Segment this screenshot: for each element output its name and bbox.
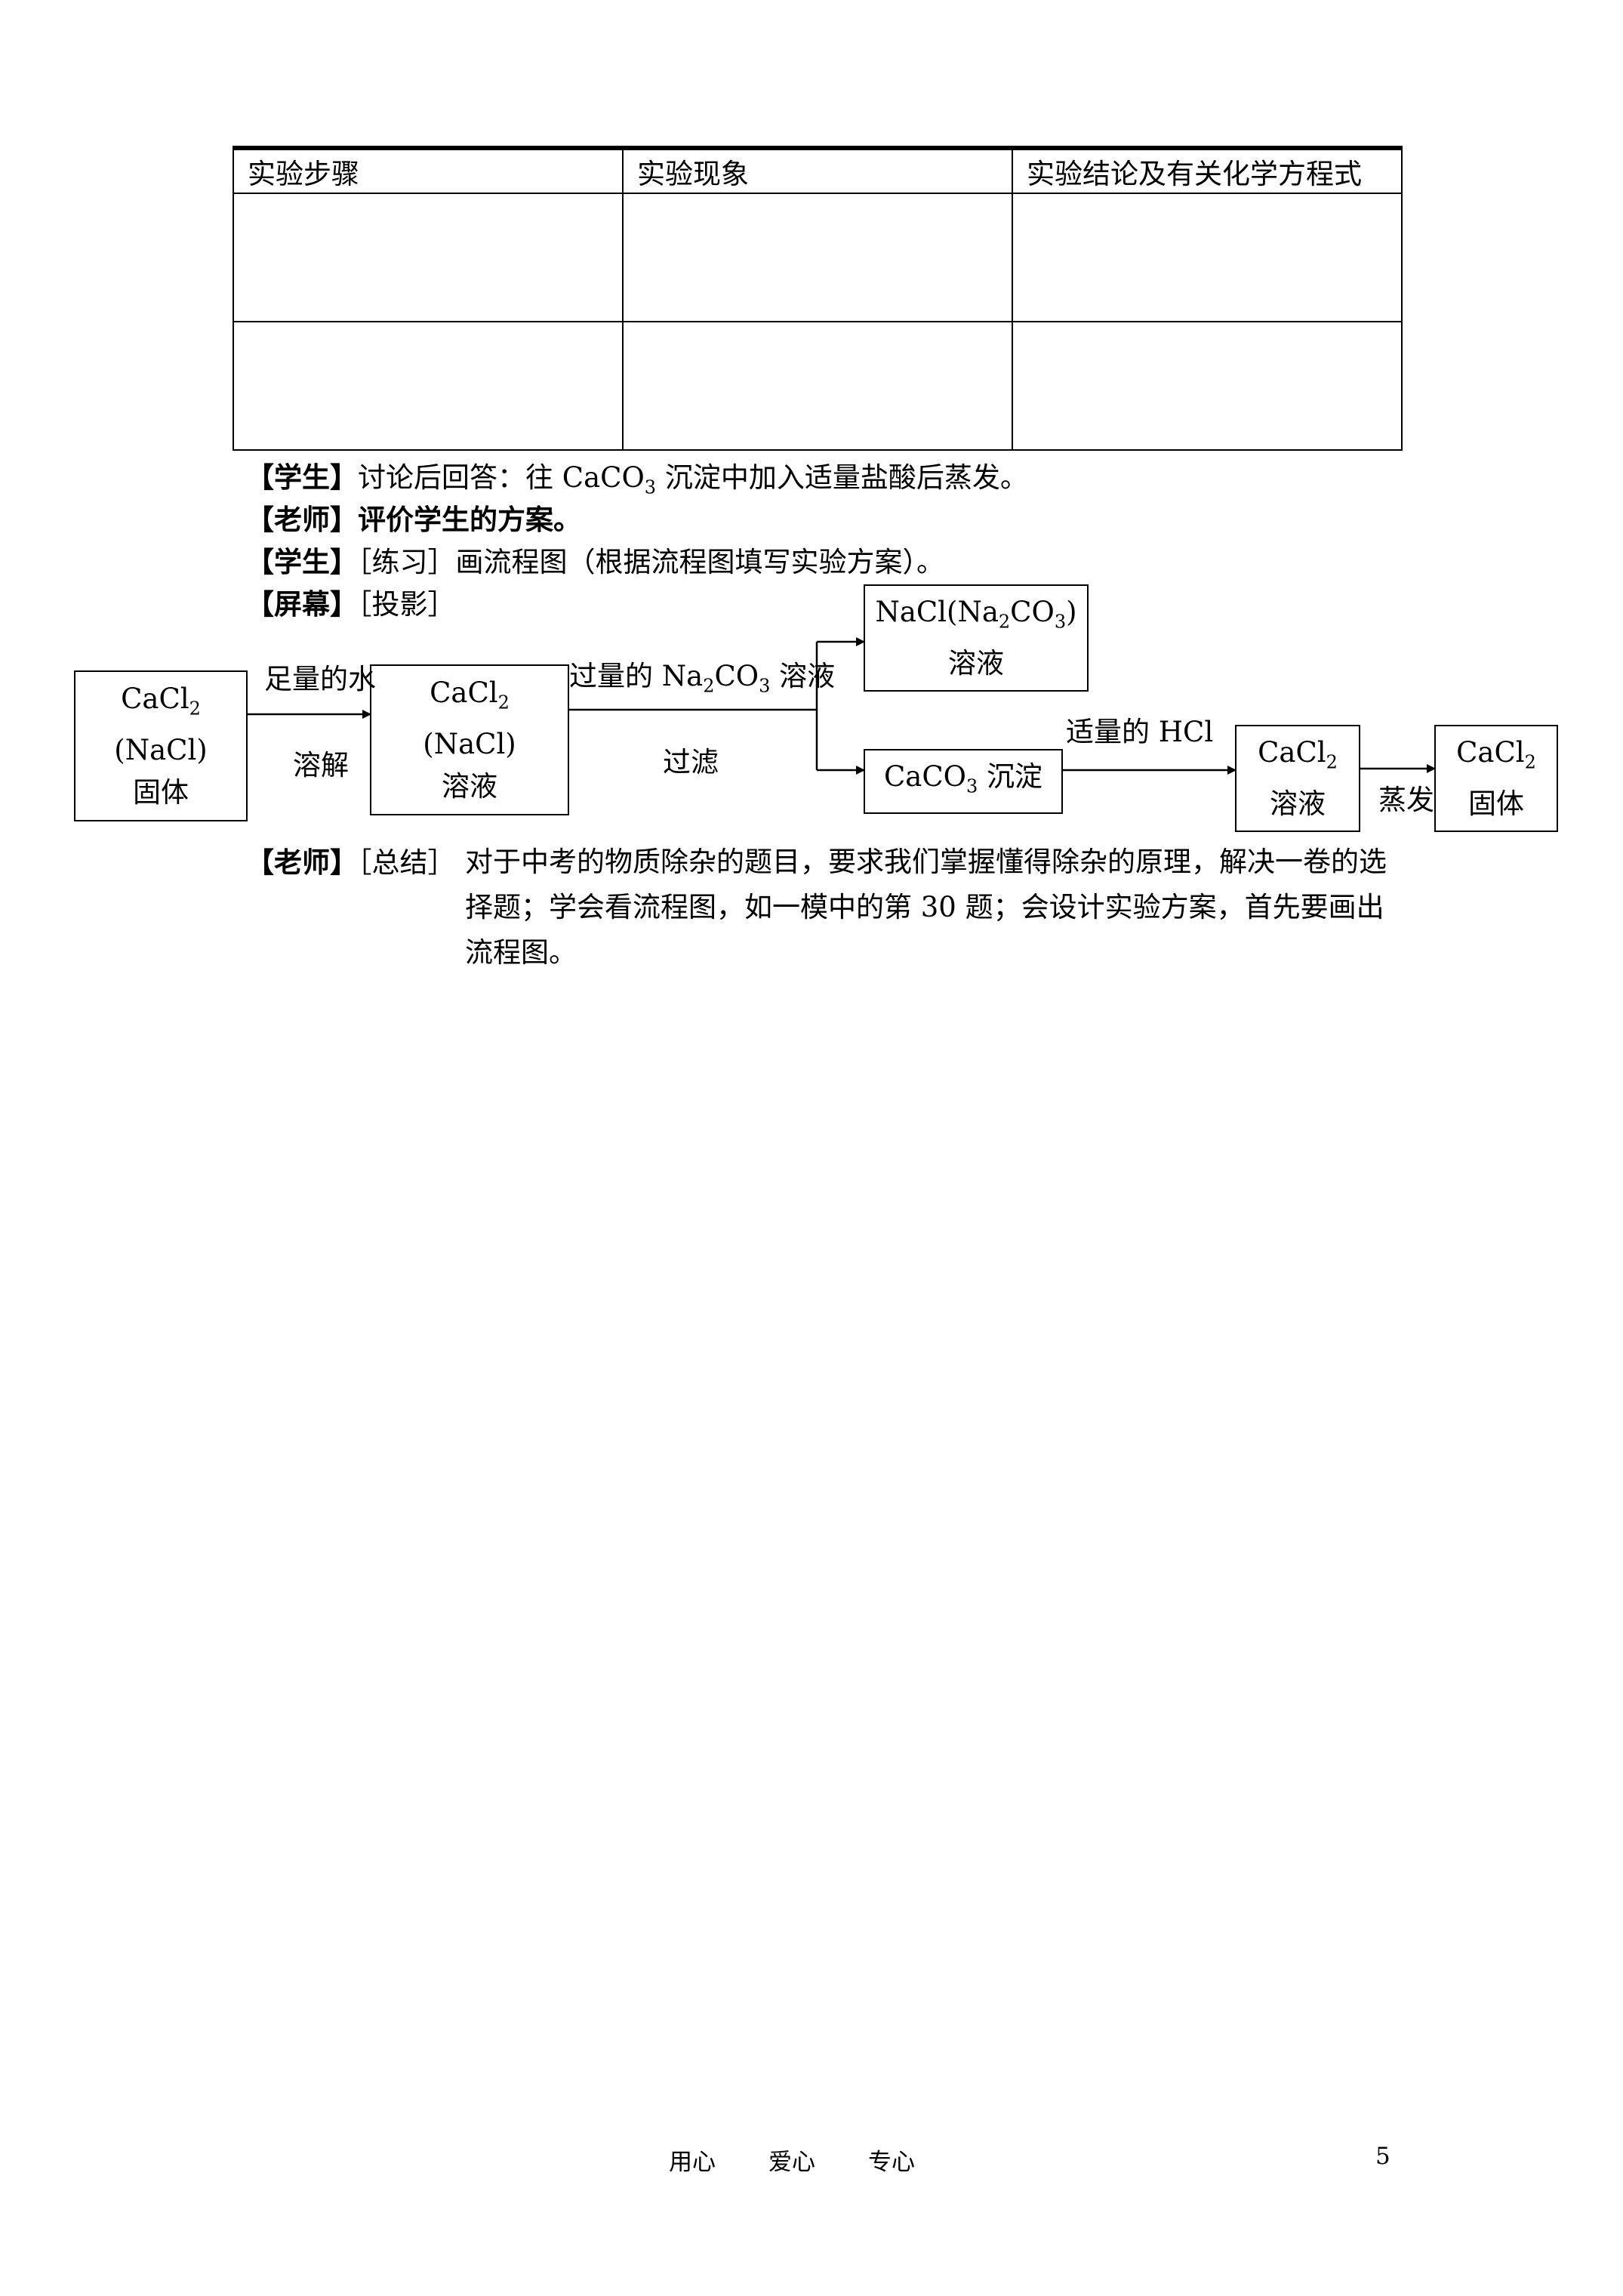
box-cacl2-solution: CaCl2 溶液 bbox=[1235, 725, 1360, 832]
box-filtrate: NaCl(Na2CO3) 溶液 bbox=[864, 584, 1089, 692]
label-hcl: 适量的 HCl bbox=[1066, 716, 1214, 748]
teacher-evaluate: 【老师】评价学生的方案。 bbox=[246, 503, 581, 536]
table-cell bbox=[622, 321, 1013, 451]
table-cell bbox=[622, 193, 1013, 322]
student-answer: 【学生】讨论后回答：往 CaCO3 沉淀中加入适量盐酸后蒸发。 bbox=[246, 461, 1028, 498]
footer-slogan-1: 用心 bbox=[669, 2149, 716, 2176]
label-dissolve: 溶解 bbox=[293, 749, 349, 781]
box-solid-mixture: CaCl2 (NaCl) 固体 bbox=[74, 670, 248, 821]
role-tag: 【老师】 bbox=[246, 503, 358, 536]
header-phenomena: 实验现象 bbox=[622, 149, 1013, 194]
table-row bbox=[233, 321, 1403, 451]
header-steps: 实验步骤 bbox=[233, 149, 624, 194]
table-cell bbox=[233, 193, 624, 322]
footer-slogan-2: 爱心 bbox=[768, 2149, 815, 2176]
role-tag: 【学生】 bbox=[246, 545, 358, 578]
label-water: 足量的水 bbox=[264, 663, 376, 695]
role-tag: 【屏幕】 bbox=[246, 587, 358, 621]
box-mixture-solution: CaCl2 (NaCl) 溶液 bbox=[370, 664, 569, 815]
header-conclusion: 实验结论及有关化学方程式 bbox=[1012, 149, 1403, 194]
box-cacl2-solid: CaCl2 固体 bbox=[1434, 725, 1558, 832]
student-practice: 【学生】［练习］画流程图（根据流程图填写实验方案）。 bbox=[246, 545, 944, 578]
experiment-table: 实验步骤 实验现象 实验结论及有关化学方程式 bbox=[233, 149, 1403, 451]
role-tag: 【老师】 bbox=[246, 846, 358, 879]
table-top-rule bbox=[233, 146, 1403, 150]
screen-projection: 【屏幕】［投影］ bbox=[246, 587, 456, 621]
table-cell bbox=[233, 321, 624, 451]
page-number: 5 bbox=[1375, 2143, 1390, 2170]
teacher-summary-tag: 【老师】［总结］ bbox=[246, 846, 456, 879]
footer-slogan-3: 专心 bbox=[868, 2149, 915, 2176]
label-filter: 过滤 bbox=[663, 746, 719, 778]
summary-text: 对于中考的物质除杂的题目，要求我们掌握懂得除杂的原理，解决一卷的选择题；学会看流… bbox=[465, 846, 1387, 969]
role-tag: 【学生】 bbox=[246, 461, 358, 494]
table-row bbox=[233, 193, 1403, 322]
table-cell bbox=[1012, 193, 1403, 322]
box-precipitate: CaCO3 沉淀 bbox=[864, 749, 1063, 814]
table-cell bbox=[1012, 321, 1403, 451]
label-evaporate: 蒸发 bbox=[1378, 784, 1434, 816]
label-na2co3: 过量的 Na2CO3 溶液 bbox=[569, 660, 836, 697]
